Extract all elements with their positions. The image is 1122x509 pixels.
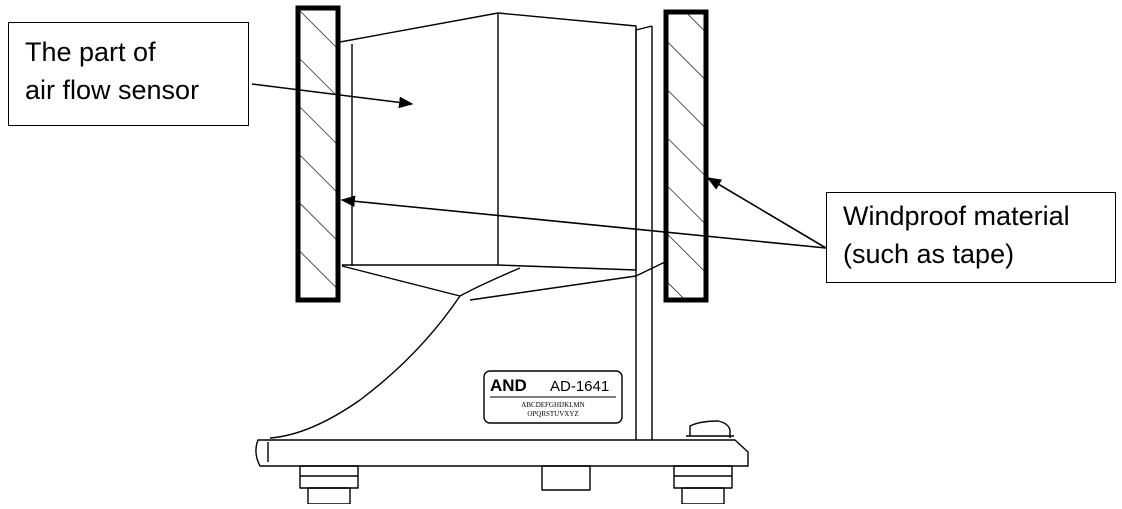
base-knob xyxy=(689,420,731,438)
leader-arrows xyxy=(251,83,827,249)
nameplate-brand: AND xyxy=(490,376,527,395)
base-plate xyxy=(255,439,749,467)
sensor-callout-line2: air flow sensor xyxy=(25,75,200,105)
sensor-hood xyxy=(339,12,637,271)
arrow-sensor xyxy=(251,83,414,109)
windproof-callout: Windproof material (such as tape) xyxy=(826,192,1116,283)
neck-front-curve xyxy=(269,295,461,439)
nameplate-line1: ABCDEFGHIJKLMN xyxy=(521,401,584,409)
foot-center xyxy=(541,465,591,491)
arrow-windproof-right xyxy=(706,177,827,249)
sensor-callout-line1: The part of xyxy=(25,37,156,67)
windproof-tape-left xyxy=(295,5,341,303)
nameplate: AND AD-1641 ABCDEFGHIJKLMN OPQRSTUVXYZ xyxy=(483,370,623,424)
sensor-callout: The part of air flow sensor xyxy=(8,22,249,126)
windproof-callout-line2: (such as tape) xyxy=(843,239,1015,269)
windproof-callout-line1: Windproof material xyxy=(843,201,1070,231)
foot-left xyxy=(299,465,359,505)
arrow-windproof-left xyxy=(340,195,827,249)
nameplate-line2: OPQRSTUVXYZ xyxy=(527,410,578,418)
nameplate-model: AD-1641 xyxy=(550,378,609,395)
windproof-tape-right xyxy=(663,9,709,303)
foot-right xyxy=(673,465,733,505)
device-body xyxy=(255,12,749,505)
